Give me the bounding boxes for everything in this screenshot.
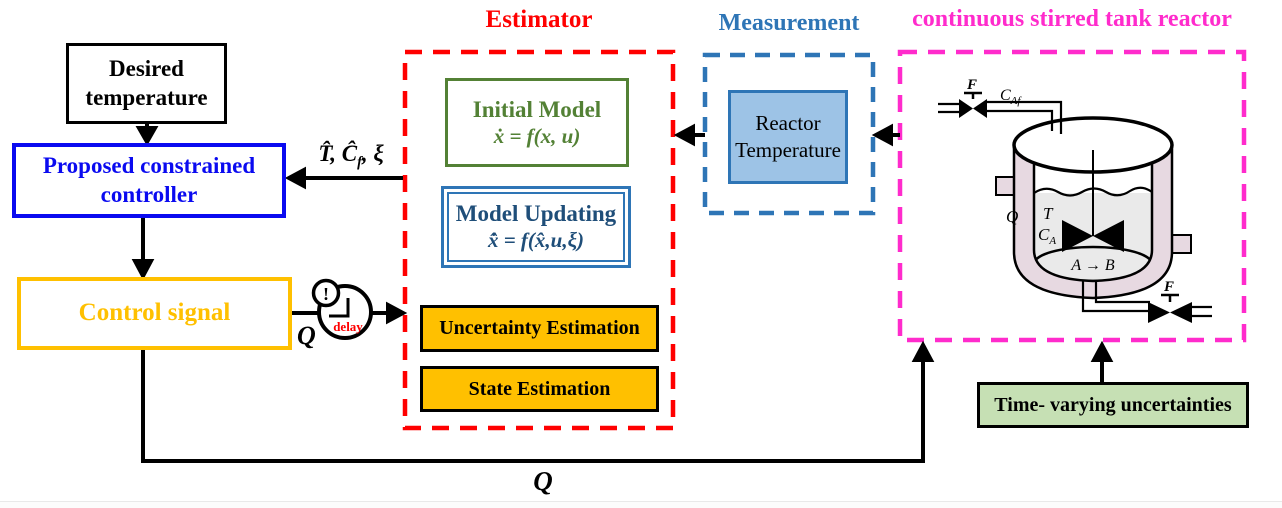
reaction-label: A → B: [1070, 257, 1114, 274]
desired-temperature-line1: Desired: [109, 56, 184, 82]
delay-exclamation: !: [323, 284, 329, 304]
q-feedback-label: Q: [533, 466, 553, 496]
state-estimation-box: State Estimation: [420, 366, 659, 412]
estimator-section-title: Estimator: [485, 6, 593, 33]
arrowhead-desired-to-controller: [135, 126, 159, 147]
inlet-valve-left: [959, 99, 973, 118]
controller-input-label: T̂, Ĉf, ξ: [300, 141, 402, 172]
arrowhead-controller-to-signal: [131, 259, 155, 281]
control-signal-box: Control signal: [17, 277, 292, 350]
inlet-stream-label-sub: Af: [1010, 95, 1023, 107]
controller-input-label-pre: T̂, Ĉ: [318, 141, 358, 166]
jacket-outlet-stub: [1171, 234, 1192, 254]
concentration-label-sub: A: [1048, 235, 1056, 247]
arrowhead-cstr-to-measurement: [871, 123, 893, 147]
reactor-temperature-box: Reactor Temperature: [728, 90, 848, 184]
q-delay-label: Q: [297, 321, 316, 350]
arrowhead-estimator-to-controller: [284, 166, 306, 190]
reactor-temperature-line2: Temperature: [735, 138, 841, 162]
model-updating-title: Model Updating: [455, 201, 617, 227]
initial-model-equation: ẋ = f(x, u): [493, 123, 581, 148]
inlet-pipe: [938, 100, 1063, 134]
time-varying-uncertainties-label: Time- varying uncertainties: [994, 393, 1232, 416]
proposed-controller-box: Proposed constrained controller: [12, 143, 286, 218]
desired-temperature-line2: temperature: [85, 84, 208, 110]
model-updating-equation: x̂̇ = f(x̂,u,ξ): [487, 228, 585, 253]
cstr-dashed-frame: [897, 49, 1247, 343]
uncertainty-estimation-label: Uncertainty Estimation: [439, 317, 640, 340]
inlet-stream-label: CAf: [1000, 87, 1022, 107]
inlet-valve-right: [973, 99, 987, 118]
inlet-valve-label: F: [966, 77, 977, 93]
jacket-heat-label: Q: [1006, 207, 1018, 226]
state-estimation-label: State Estimation: [468, 377, 611, 400]
feedback-line-q: [141, 350, 925, 463]
arrowhead-measurement-to-estimator: [673, 123, 695, 147]
delay-clock-hands: [329, 298, 350, 318]
measurement-dashed-frame: [702, 52, 876, 216]
controller-line2: controller: [100, 181, 198, 207]
outlet-valve-right: [1170, 302, 1192, 323]
desired-temperature-box: Desired temperature: [66, 43, 227, 124]
initial-model-box: Initial Model ẋ = f(x, u): [445, 78, 629, 167]
stirrer-blade-right: [1093, 220, 1124, 252]
control-signal-label: Control signal: [78, 299, 231, 327]
initial-model-title: Initial Model: [472, 96, 602, 122]
delay-alert-circle: [311, 278, 341, 308]
page-bottom-edge: [0, 501, 1282, 508]
reactor-temperature-line1: Reactor: [755, 110, 821, 135]
arrowhead-feedback-to-cstr: [911, 340, 935, 362]
jacket-inlet-stub: [995, 176, 1015, 196]
uncertainty-estimation-box: Uncertainty Estimation: [420, 305, 659, 352]
arrowhead-uncertainties-to-cstr: [1090, 340, 1114, 362]
cstr-schematic: A → B F CAf: [938, 77, 1212, 323]
outlet-valve-label: F: [1163, 279, 1174, 295]
delay-label: delay: [333, 319, 363, 334]
outlet-valve-left: [1148, 302, 1170, 323]
measurement-section-title: Measurement: [718, 10, 860, 36]
stirrer-blade-left: [1062, 220, 1093, 252]
model-updating-box: Model Updating x̂̇ = f(x̂,u,ξ): [441, 186, 631, 268]
delay-icon: ! delay: [311, 278, 373, 340]
arrowhead-delay-to-estimator: [386, 301, 408, 325]
outlet-pipe: [1081, 281, 1212, 318]
cstr-section-title: continuous stirred tank reactor: [912, 6, 1232, 32]
controller-input-label-post: , ξ: [361, 141, 384, 166]
arrows: [131, 123, 1114, 463]
controller-input-label-sub: f: [357, 154, 362, 171]
inlet-stream-label-main: C: [1000, 87, 1011, 104]
concentration-label: CA: [1038, 225, 1056, 247]
controller-line1: Proposed constrained: [42, 153, 256, 179]
time-varying-uncertainties-box: Time- varying uncertainties: [977, 382, 1249, 428]
estimator-dashed-frame: [402, 49, 676, 431]
temperature-label: T: [1043, 204, 1054, 223]
concentration-label-main: C: [1038, 225, 1050, 244]
